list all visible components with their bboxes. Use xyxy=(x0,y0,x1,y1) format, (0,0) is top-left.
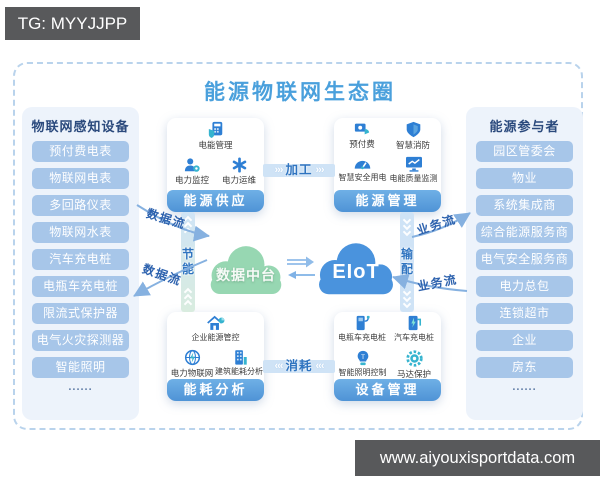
feature-label: 电力运维 xyxy=(221,175,256,185)
telegram-watermark-badge: TG: MYYJJPP xyxy=(5,7,140,40)
list-item: 预付费电表 xyxy=(32,141,129,162)
feature-label: 电瓶车充电桩 xyxy=(338,333,386,342)
energy-meter-icon xyxy=(207,121,225,138)
processing-label: 加工 xyxy=(285,163,313,177)
feature-label: 预付费 xyxy=(349,139,375,149)
feature-label: 电能管理 xyxy=(198,140,233,150)
list-item: 物联网电表 xyxy=(32,168,129,189)
svg-text:T: T xyxy=(361,354,365,361)
list-item: 汽车充电桩 xyxy=(32,249,129,270)
building-analysis-icon xyxy=(231,349,248,365)
energy-supply-content: 电能管理 电力监控 电力运维 xyxy=(167,118,264,190)
website-watermark-badge: www.aiyouxisportdata.com xyxy=(355,440,600,476)
energy-analysis-box: 企业能源管控 电力物联网 建筑能耗分析 能耗分析 xyxy=(167,312,264,401)
energy-management-title: 能源管理 xyxy=(334,190,441,212)
list-item: 电力总包 xyxy=(476,276,573,297)
feature-label: 智能照明控制 xyxy=(338,368,387,377)
list-item: 物联网水表 xyxy=(32,222,129,243)
list-item: 电气火灾探测器 xyxy=(32,330,129,351)
data-platform-label: 数据中台 xyxy=(216,267,276,283)
list-item: 限流式保护器 xyxy=(32,303,129,324)
energy-analysis-title: 能耗分析 xyxy=(167,379,264,401)
ebike-charger-icon xyxy=(353,315,371,331)
fire-shield-icon xyxy=(405,121,422,138)
chevrons-left-icon: ‹‹‹ xyxy=(274,360,283,372)
eiot-label: EIoT xyxy=(332,261,380,283)
list-item: 连锁超市 xyxy=(476,303,573,324)
power-iot-globe-icon xyxy=(184,349,201,366)
chevrons-right-icon: ››› xyxy=(274,164,283,176)
transmission-flow-band: 输配 xyxy=(400,212,414,312)
prepaid-wallet-icon xyxy=(353,121,371,137)
transmission-label: 输配 xyxy=(400,247,413,276)
list-item: 园区管委会 xyxy=(476,141,573,162)
eiot-cloud: EIoT xyxy=(312,237,400,297)
chevrons-right-icon: ››› xyxy=(315,164,325,176)
left-panel-iot-devices: 物联网感知设备 预付费电表 物联网电表 多回路仪表 物联网水表 汽车充电桩 电瓶… xyxy=(22,107,139,420)
right-panel-title: 能源参与者 xyxy=(489,119,560,134)
diagram-title: 能源物联网生态圈 xyxy=(204,81,396,104)
feature-label: 建筑能耗分析 xyxy=(215,367,263,376)
device-management-content: 电瓶车充电桩 汽车充电桩 T 智能照明控制 马达保护 xyxy=(334,312,441,379)
car-charger-icon xyxy=(405,315,423,331)
cloud-icon xyxy=(210,246,282,295)
right-panel-ellipsis: ...... xyxy=(512,381,537,393)
feature-label: 电力物联网 xyxy=(170,368,214,378)
list-item: 综合能源服务商 xyxy=(476,222,573,243)
list-item: 智能照明 xyxy=(32,357,129,378)
power-monitor-worker-icon xyxy=(183,157,201,173)
data-platform-cloud: 数据中台 xyxy=(204,240,288,296)
list-item: 企业 xyxy=(476,330,573,351)
device-management-box: 电瓶车充电桩 汽车充电桩 T 智能照明控制 马达保护 设备管理 xyxy=(334,312,441,401)
energy-management-content: 预付费 智慧消防 智慧安全用电 电能质量监测 xyxy=(334,118,441,190)
feature-label: 汽车充电桩 xyxy=(394,333,434,342)
smart-bulb-icon: T xyxy=(355,350,371,366)
feature-label: 企业能源管控 xyxy=(191,333,240,342)
energy-management-box: 预付费 智慧消防 智慧安全用电 电能质量监测 能源管理 xyxy=(334,118,441,212)
right-panel-energy-participants: 能源参与者 园区管委会 物业 系统集成商 综合能源服务商 电气安全服务商 电力总… xyxy=(466,107,583,420)
chevrons-left-icon: ‹‹‹ xyxy=(315,360,325,372)
enterprise-house-icon xyxy=(206,315,225,331)
cloud-icon xyxy=(319,243,393,295)
safety-gauge-icon xyxy=(353,156,372,171)
list-item: 房东 xyxy=(476,357,573,378)
consumption-flow-band: ‹‹‹ 消耗 ‹‹‹ xyxy=(263,360,335,373)
motor-gear-icon xyxy=(405,350,423,367)
list-item: 电瓶车充电桩 xyxy=(32,276,129,297)
left-panel-ellipsis: ...... xyxy=(68,381,93,393)
list-item: 多回路仪表 xyxy=(32,195,129,216)
device-management-title: 设备管理 xyxy=(334,379,441,401)
energy-analysis-content: 企业能源管控 电力物联网 建筑能耗分析 xyxy=(167,312,264,379)
feature-label: 智慧消防 xyxy=(395,140,430,150)
feature-label: 电力监控 xyxy=(174,175,209,185)
feature-label: 智慧安全用电 xyxy=(338,173,387,182)
list-item: 电气安全服务商 xyxy=(476,249,573,270)
feature-label: 马达保护 xyxy=(396,369,431,379)
consumption-label: 消耗 xyxy=(285,359,313,373)
feature-label: 电能质量监测 xyxy=(389,174,438,183)
energy-supply-title: 能源供应 xyxy=(167,190,264,212)
list-item: 物业 xyxy=(476,168,573,189)
quality-monitor-icon xyxy=(405,156,423,172)
list-item: 系统集成商 xyxy=(476,195,573,216)
processing-flow-band: ››› 加工 ››› xyxy=(263,164,335,177)
left-panel-title: 物联网感知设备 xyxy=(31,119,130,134)
ops-asterisk-icon xyxy=(231,157,248,173)
energy-supply-box: 电能管理 电力监控 电力运维 能源供应 xyxy=(167,118,264,212)
